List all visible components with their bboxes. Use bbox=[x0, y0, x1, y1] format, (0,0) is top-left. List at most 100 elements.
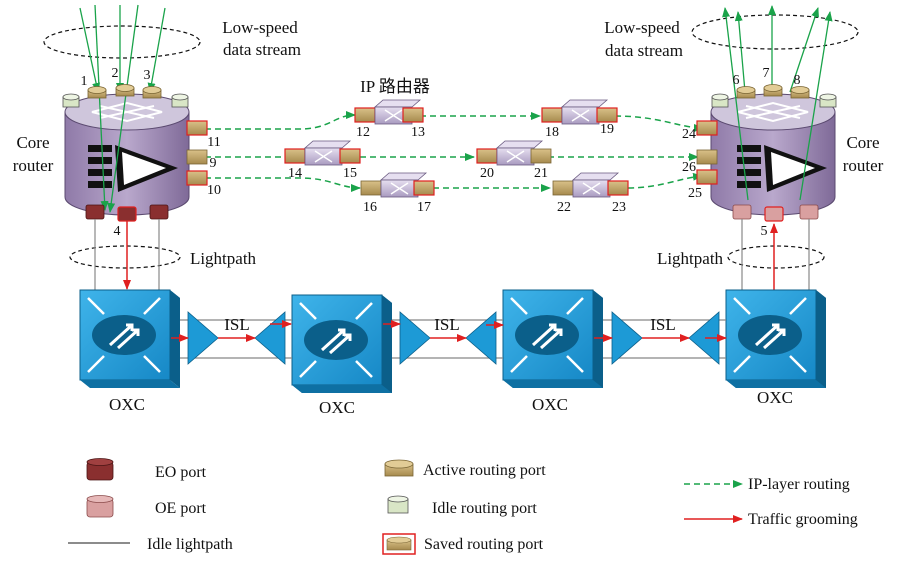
low-speed-streams-right bbox=[722, 5, 833, 201]
ip-router-c bbox=[284, 140, 361, 166]
port-number: 26 bbox=[682, 160, 696, 175]
oxc-4 bbox=[725, 289, 826, 388]
port-number: 8 bbox=[794, 73, 801, 88]
isl-label-2: ISL bbox=[434, 315, 460, 334]
port-number: 12 bbox=[356, 125, 370, 140]
core-router-right bbox=[710, 93, 836, 216]
active-routing-port bbox=[790, 86, 810, 99]
port-number: 21 bbox=[534, 166, 548, 181]
oxc-label-4: OXC bbox=[757, 388, 793, 407]
port-number: 2 bbox=[112, 66, 119, 81]
core-router-left bbox=[64, 93, 190, 216]
idle-routing-port bbox=[711, 93, 729, 108]
left-side-ports bbox=[186, 120, 208, 186]
active-routing-port bbox=[142, 86, 162, 99]
router-front-icon bbox=[737, 145, 827, 192]
low-speed-stream-ellipse-right bbox=[691, 14, 859, 50]
legend-eo-port-label: EO port bbox=[155, 464, 207, 481]
port-number: 9 bbox=[210, 156, 217, 171]
port-number: 6 bbox=[733, 73, 740, 88]
legend-saved-routing-port-label: Saved routing port bbox=[424, 536, 544, 553]
isl-label-3: ISL bbox=[650, 315, 676, 334]
oxc-2 bbox=[291, 294, 392, 393]
port-number: 11 bbox=[207, 135, 220, 150]
port-number: 20 bbox=[480, 166, 494, 181]
legend-idle-routing-port-label: Idle routing port bbox=[432, 500, 537, 517]
port-number: 7 bbox=[763, 66, 770, 81]
legend: EO port OE port Idle lightpath Active ro… bbox=[68, 458, 858, 555]
legend-ip-layer-routing-label: IP-layer routing bbox=[748, 476, 850, 493]
idle-routing-port bbox=[171, 93, 189, 108]
lightpath-label-left: Lightpath bbox=[190, 249, 257, 268]
oxc-label-2: OXC bbox=[319, 398, 355, 417]
port-number: 19 bbox=[600, 122, 614, 137]
legend-idle-routing-port: Idle routing port bbox=[387, 495, 537, 517]
oxc-3 bbox=[502, 289, 603, 388]
ip-router-f bbox=[552, 172, 629, 198]
legend-oe-port: OE port bbox=[86, 495, 207, 518]
port-number: 18 bbox=[545, 125, 559, 140]
legend-active-routing-port: Active routing port bbox=[384, 459, 546, 479]
right-top-ports bbox=[711, 84, 837, 108]
isl-label-1: ISL bbox=[224, 315, 250, 334]
port-number: 5 bbox=[761, 224, 768, 239]
low-speed-stream-ellipse-left bbox=[43, 25, 201, 59]
port-number: 24 bbox=[682, 127, 696, 142]
ip-router-d bbox=[476, 140, 552, 166]
idle-routing-port bbox=[819, 93, 837, 108]
port-number: 3 bbox=[144, 68, 151, 83]
port-number: 10 bbox=[207, 183, 221, 198]
active-routing-port bbox=[736, 86, 756, 99]
low-speed-label-left: Low-speed bbox=[222, 18, 298, 37]
idle-routing-port bbox=[62, 93, 80, 108]
port-number: 25 bbox=[688, 186, 702, 201]
legend-saved-routing-port: Saved routing port bbox=[382, 533, 544, 555]
oxc-label-1: OXC bbox=[109, 395, 145, 414]
router-front-icon bbox=[88, 145, 178, 192]
legend-idle-lightpath: Idle lightpath bbox=[68, 536, 233, 553]
idle-lightpaths-vertical bbox=[94, 219, 810, 292]
port-number: 15 bbox=[343, 166, 357, 181]
port-number: 13 bbox=[411, 125, 425, 140]
port-number: 23 bbox=[612, 200, 626, 215]
legend-active-routing-port-label: Active routing port bbox=[423, 462, 546, 479]
left-eo-ports bbox=[85, 204, 169, 222]
port-number: 17 bbox=[417, 200, 431, 215]
port-number: 14 bbox=[288, 166, 302, 181]
legend-ip-layer-routing: IP-layer routing bbox=[684, 476, 850, 493]
oxc-1 bbox=[79, 289, 180, 388]
right-side-ports bbox=[696, 120, 718, 185]
low-speed-streams-left bbox=[79, 4, 166, 213]
ip-router-e bbox=[360, 172, 435, 198]
lightpath-ellipse-right bbox=[727, 245, 825, 269]
right-oe-ports bbox=[732, 204, 819, 222]
ip-layer-routes bbox=[205, 111, 704, 192]
isl-grooming-arrows bbox=[171, 320, 727, 342]
lightpath-ellipse-left bbox=[69, 245, 181, 269]
data-stream-label-right: data stream bbox=[605, 41, 683, 60]
ip-router-b bbox=[541, 99, 618, 125]
ip-router-label: IP 路由器 bbox=[360, 77, 430, 96]
oxc-label-3: OXC bbox=[532, 395, 568, 414]
legend-traffic-grooming: Traffic grooming bbox=[684, 511, 858, 528]
core-router-label-right-1: Core bbox=[846, 133, 879, 152]
isl-amplifiers bbox=[187, 311, 720, 365]
legend-oe-port-label: OE port bbox=[155, 500, 207, 517]
port-number: 1 bbox=[81, 74, 88, 89]
active-routing-port bbox=[87, 86, 107, 99]
legend-traffic-grooming-label: Traffic grooming bbox=[748, 511, 858, 528]
data-stream-label-left: data stream bbox=[223, 40, 301, 59]
core-router-label-right-2: router bbox=[843, 156, 884, 175]
active-routing-port bbox=[763, 84, 783, 97]
legend-eo-port: EO port bbox=[86, 458, 207, 481]
core-router-label-left-1: Core bbox=[16, 133, 49, 152]
legend-idle-lightpath-label: Idle lightpath bbox=[147, 536, 233, 553]
port-number: 16 bbox=[363, 200, 377, 215]
active-routing-port bbox=[115, 84, 135, 97]
low-speed-label-right: Low-speed bbox=[604, 18, 680, 37]
lightpath-label-right: Lightpath bbox=[657, 249, 724, 268]
core-router-label-left-2: router bbox=[13, 156, 54, 175]
left-top-ports bbox=[62, 84, 189, 108]
isl-links bbox=[180, 319, 726, 359]
